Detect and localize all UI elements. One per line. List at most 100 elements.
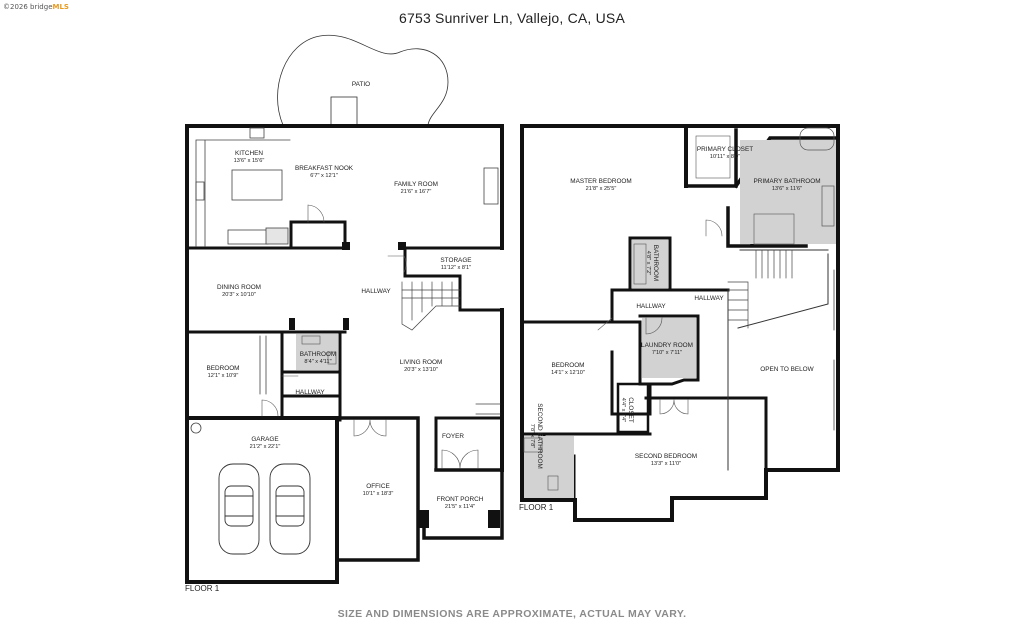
- floor-1-left: [185, 34, 504, 584]
- disclaimer: SIZE AND DIMENSIONS ARE APPROXIMATE, ACT…: [337, 608, 687, 620]
- bath-1-toilet: [327, 351, 337, 365]
- watermark: ©2026 bridgeMLS: [3, 3, 69, 11]
- bedroom-1-closet: [259, 335, 267, 395]
- label-office: OFFICE: [366, 483, 389, 490]
- dim-second-bathroom: 7'8" x 7'8": [529, 424, 535, 448]
- bedroom-2-door: [597, 317, 613, 331]
- primary-closet-inner: [695, 135, 731, 179]
- primary-vanity: [821, 185, 835, 227]
- patio-outline: [277, 34, 449, 126]
- laundry-door: [645, 317, 663, 335]
- office-walls: [337, 416, 420, 562]
- column-2: [398, 242, 406, 250]
- label-bedroom-1: BEDROOM: [206, 365, 239, 372]
- label-patio: PATIO: [352, 81, 370, 88]
- dim-bathroom-1: 8'4" x 4'11": [304, 359, 331, 365]
- kitchen-range: [195, 181, 205, 201]
- dim-dining-room: 20'3" x 10'10": [222, 292, 256, 298]
- dim-storage: 11'12" x 8'1": [441, 265, 471, 271]
- stairs-upper: [727, 249, 793, 329]
- column-3: [289, 318, 295, 330]
- dim-family-room: 21'6" x 16'7": [401, 189, 432, 195]
- dim-bedroom-2: 14'1" x 12'10": [551, 370, 585, 376]
- label-dining-room: DINING ROOM: [217, 284, 261, 291]
- dim-front-porch: 21'5" x 11'4": [445, 504, 475, 510]
- patio-step: [330, 96, 358, 126]
- label-storage: STORAGE: [440, 257, 471, 264]
- bath-2-tub: [633, 243, 647, 285]
- dim-garage: 21'2" x 22'1": [250, 444, 281, 450]
- room-labels: PATIO KITCHEN 13'6" x 15'6" BREAKFAST NO…: [206, 81, 820, 510]
- label-closet: CLOSET: [627, 397, 634, 423]
- pantry: [265, 227, 289, 245]
- dim-primary-bathroom: 13'6" x 11'6": [772, 186, 802, 192]
- dim-kitchen: 13'6" x 15'6": [234, 158, 265, 164]
- bath-2-fill: [632, 240, 668, 288]
- primary-tub: [799, 127, 835, 151]
- floor-label-left: FLOOR 1: [185, 584, 220, 593]
- label-kitchen: KITCHEN: [235, 150, 263, 157]
- label-laundry-room: LAUNDRY ROOM: [641, 342, 693, 349]
- dim-bedroom-1: 12'1" x 10'9": [208, 373, 239, 379]
- closet-box: [616, 382, 650, 434]
- porch-post-right: [488, 510, 500, 528]
- label-primary-closet: PRIMARY CLOSET: [697, 146, 753, 153]
- column-1: [342, 242, 350, 250]
- label-master-bedroom: MASTER BEDROOM: [570, 178, 631, 185]
- outer-wall-upper: [520, 124, 840, 522]
- label-hallway-small: HALLWAY: [295, 389, 325, 396]
- label-second-bedroom: SECOND BEDROOM: [635, 453, 697, 460]
- office-door: [353, 419, 387, 437]
- label-hallway-main: HALLWAY: [361, 288, 391, 295]
- label-garage: GARAGE: [251, 436, 278, 443]
- watermark-mls: MLS: [52, 3, 69, 11]
- label-family-room: FAMILY ROOM: [394, 181, 438, 188]
- garage-cars: [218, 463, 311, 555]
- second-bedroom-door: [659, 399, 689, 415]
- dim-living-room: 20'3" x 13'10": [404, 367, 438, 373]
- label-foyer: FOYER: [442, 433, 464, 440]
- property-address: 6753 Sunriver Ln, Vallejo, CA, USA: [399, 10, 625, 26]
- floor-labels: FLOOR 1 FLOOR 1: [185, 503, 554, 593]
- label-living-room: LIVING ROOM: [400, 359, 443, 366]
- bench-breakfast: [227, 229, 269, 245]
- water-heater: [190, 422, 202, 434]
- dim-office: 10'1" x 18'3": [363, 491, 394, 497]
- floor-2-right: [520, 124, 840, 522]
- dim-bathroom-2: 4'8" x 7'2": [645, 251, 651, 275]
- watermark-prefix: ©2026 bridge: [3, 3, 53, 11]
- label-hallway-up-1: HALLWAY: [636, 303, 666, 310]
- dim-master-bedroom: 21'8" x 25'5": [586, 186, 617, 192]
- kitchen-island: [231, 169, 283, 201]
- dim-closet: 4'4" x 7'4": [620, 398, 626, 422]
- fireplace: [483, 167, 499, 205]
- label-front-porch: FRONT PORCH: [437, 496, 484, 503]
- second-bath-sink: [523, 437, 543, 453]
- pantry-door: [307, 204, 325, 223]
- floor-label-right: FLOOR 1: [519, 503, 554, 512]
- laundry-fill: [642, 318, 696, 378]
- label-open-to-below: OPEN TO BELOW: [760, 366, 814, 373]
- column-4: [343, 318, 349, 330]
- label-hallway-up-2: HALLWAY: [694, 295, 724, 302]
- primary-toilet-room: [753, 213, 795, 245]
- interior-walls: [185, 220, 504, 472]
- outer-wall-main: [185, 124, 504, 584]
- bedroom-1-door: [261, 399, 279, 417]
- bath-1-vanity: [301, 335, 321, 345]
- window-right: [475, 403, 501, 415]
- dim-second-bedroom: 13'3" x 11'0": [651, 461, 681, 467]
- label-bathroom-1: BATHROOM: [300, 351, 336, 358]
- stairs-main: [401, 281, 461, 331]
- master-door: [705, 219, 723, 237]
- label-breakfast-nook: BREAKFAST NOOK: [295, 165, 354, 172]
- front-door: [441, 449, 479, 469]
- dim-breakfast-nook: 6'7" x 12'1": [310, 173, 338, 179]
- label-bathroom-2: BATHROOM: [652, 245, 659, 281]
- label-second-bathroom: SECOND BATHROOM: [536, 403, 543, 469]
- second-bath-toilet: [547, 475, 559, 491]
- label-bedroom-2: BEDROOM: [551, 362, 584, 369]
- label-primary-bathroom: PRIMARY BATHROOM: [753, 178, 820, 185]
- dim-primary-closet: 10'11" x 8'0": [710, 154, 740, 160]
